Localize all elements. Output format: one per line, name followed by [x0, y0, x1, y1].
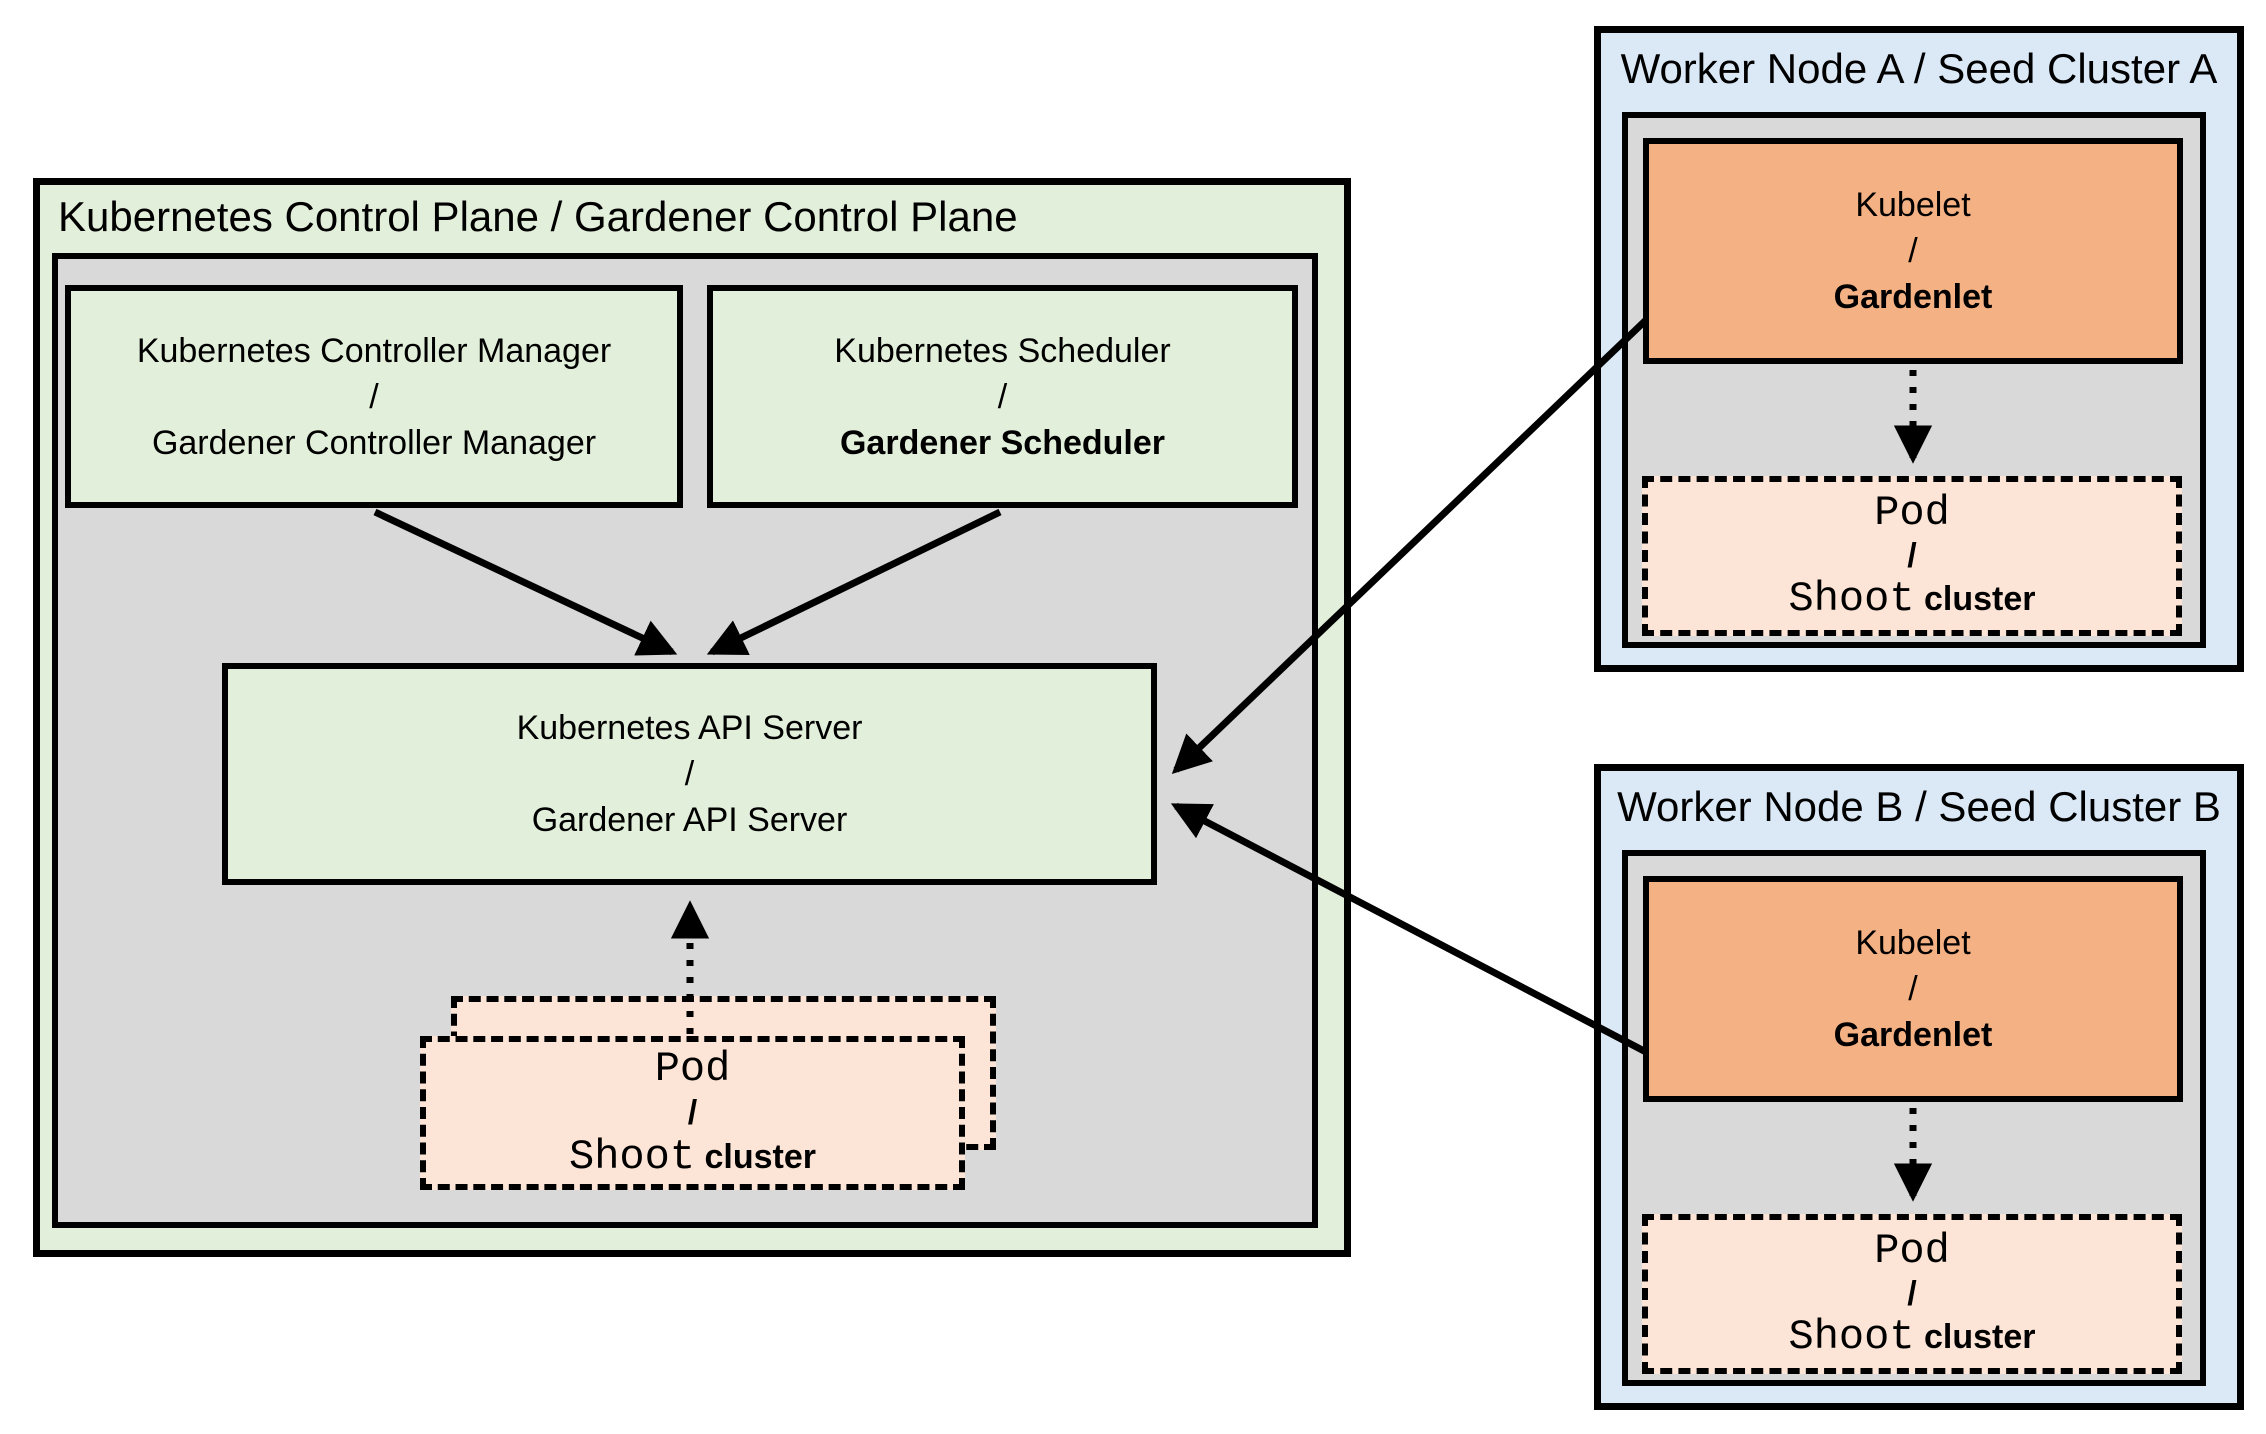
pod-label: Pod	[654, 1045, 731, 1093]
shoot-label: Shoot	[569, 1133, 696, 1181]
pod-shoot-stack-front-box: Pod / Shoot cluster	[420, 1036, 965, 1190]
control-plane-title: Kubernetes Control Plane / Gardener Cont…	[58, 193, 1018, 240]
pod-b-separator: /	[1907, 1274, 1917, 1313]
kubelet-a-line-bottom: Gardenlet	[1833, 278, 1993, 316]
kubelet-a-line-top: Kubelet	[1855, 186, 1971, 224]
scheduler-separator: /	[997, 377, 1008, 416]
scheduler-line-top: Kubernetes Scheduler	[834, 331, 1171, 370]
shoot-b-label: Shoot	[1788, 1312, 1915, 1361]
pod-a-separator: /	[1907, 536, 1917, 575]
api-server-line-top: Kubernetes API Server	[516, 709, 863, 747]
pod-a-label: Pod	[1874, 488, 1950, 537]
cluster-label: cluster	[704, 1138, 816, 1176]
api-server-box: Kubernetes API Server / Gardener API Ser…	[222, 663, 1157, 885]
pod-shoot-box-a: Pod / Shoot cluster	[1642, 476, 2182, 636]
kubelet-box-b: Kubelet / Gardenlet	[1643, 876, 2183, 1102]
api-server-line-bottom: Gardener API Server	[531, 801, 848, 839]
scheduler-box: Kubernetes Scheduler / Gardener Schedule…	[707, 285, 1298, 508]
controller-manager-box: Kubernetes Controller Manager / Gardener…	[65, 285, 683, 508]
kubelet-b-line-top: Kubelet	[1855, 924, 1971, 962]
pod-b-label: Pod	[1874, 1226, 1950, 1275]
kubelet-a-separator: /	[1908, 232, 1918, 270]
scheduler-line-bottom: Gardener Scheduler	[839, 423, 1165, 462]
controller-manager-line-bottom: Gardener Controller Manager	[151, 423, 597, 462]
controller-manager-separator: /	[369, 377, 379, 416]
cluster-a-label: cluster	[1923, 579, 2036, 618]
worker-node-b-title: Worker Node B / Seed Cluster B	[1617, 783, 2221, 830]
kubelet-b-line-bottom: Gardenlet	[1833, 1016, 1993, 1054]
kubelet-box-a: Kubelet / Gardenlet	[1643, 138, 2183, 364]
shoot-a-label: Shoot	[1788, 574, 1915, 623]
pod-shoot-separator: /	[687, 1094, 698, 1132]
api-server-separator: /	[684, 755, 695, 793]
cluster-b-label: cluster	[1923, 1317, 2036, 1356]
pod-shoot-box-b: Pod / Shoot cluster	[1642, 1214, 2182, 1374]
kubelet-b-separator: /	[1908, 970, 1918, 1008]
controller-manager-line-top: Kubernetes Controller Manager	[136, 331, 612, 370]
shoot-cluster-b-label: Shoot cluster	[1788, 1312, 2036, 1361]
worker-node-a-title: Worker Node A / Seed Cluster A	[1620, 45, 2218, 92]
shoot-cluster-label: Shoot cluster	[569, 1135, 816, 1179]
shoot-cluster-a-label: Shoot cluster	[1788, 574, 2036, 623]
